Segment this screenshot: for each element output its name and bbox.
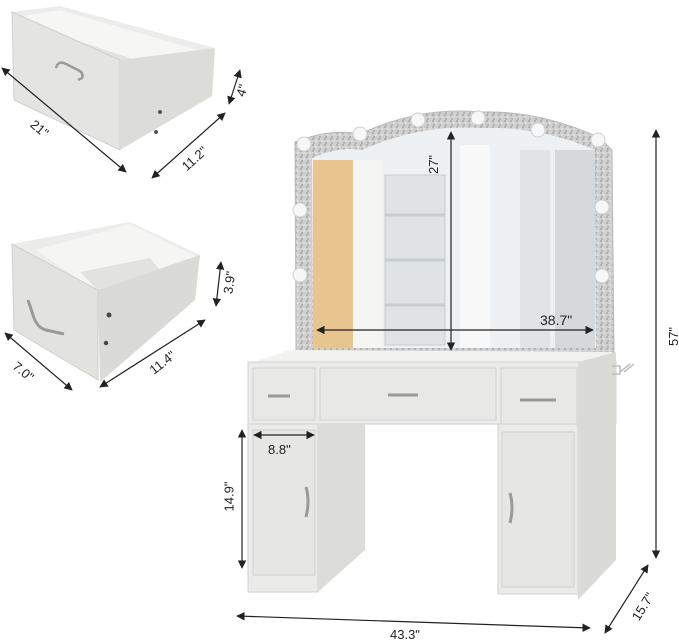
mirror-width-label: 38.7"	[540, 312, 573, 328]
vanity-bulbs	[292, 110, 610, 284]
total-height-label: 57"	[666, 326, 679, 347]
mirror-height-label: 27"	[426, 154, 442, 175]
small-drawer-height-label: 3.9"	[220, 270, 239, 295]
drawer-handle-icon	[26, 299, 65, 336]
cabinet-height-label: 14.9"	[221, 481, 237, 512]
cabinet-width-label: 8.8"	[268, 442, 291, 457]
hair-tool-holder	[612, 363, 635, 375]
left-cabinet-door	[252, 429, 316, 576]
right-cabinet-door	[501, 431, 575, 588]
left-drawer	[252, 367, 316, 421]
warm-light-reflection	[313, 160, 353, 348]
window-reflection	[384, 174, 446, 346]
door-handle-icon	[508, 492, 514, 524]
right-drawer	[500, 367, 578, 425]
vanity-desk-illustration	[247, 350, 635, 600]
total-width-label: 43.3"	[390, 627, 420, 642]
door-handle-icon	[304, 486, 310, 518]
